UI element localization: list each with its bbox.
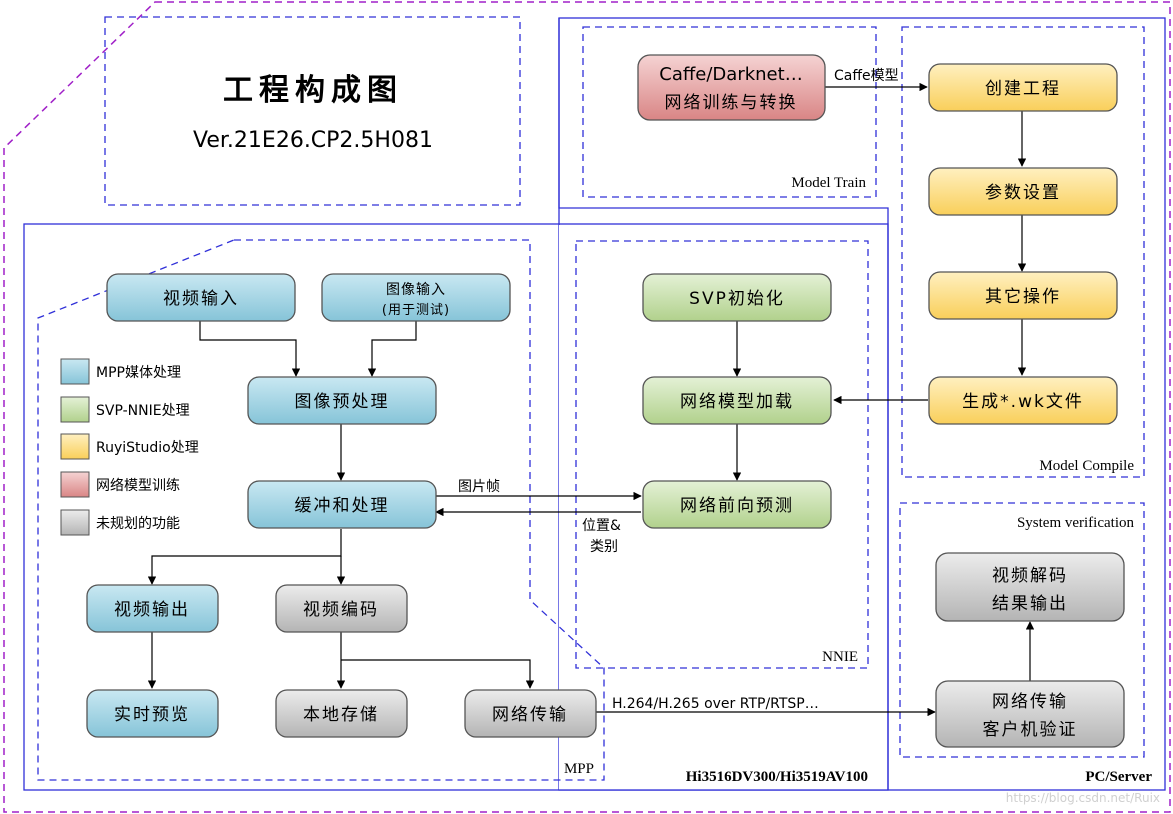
node-video-out-line1: 视频输出 xyxy=(114,600,190,620)
legend-label-future: 未规划的功能 xyxy=(96,516,180,532)
edges xyxy=(147,82,1035,717)
node-model-load-line1: 网络模型加载 xyxy=(680,392,794,412)
edge-label-stream: H.264/H.265 over RTP/RTSP… xyxy=(612,696,819,712)
node-svp-init: SVP初始化 xyxy=(642,273,832,322)
node-preview: 实时预览 xyxy=(86,689,219,738)
edge-videoin-pre xyxy=(199,320,301,377)
node-buffer-line1: 缓冲和处理 xyxy=(295,496,390,516)
model-train-region xyxy=(582,26,877,198)
node-buffer: 缓冲和处理 xyxy=(247,480,437,529)
edge-label-pos1: 位置& xyxy=(582,518,621,534)
legend-swatch-train xyxy=(60,471,90,498)
edge-label-pos2: 类别 xyxy=(590,539,618,555)
version-text: Ver.21E26.CP2.5H081 xyxy=(193,128,433,153)
legend-label-ruyi: RuyiStudio处理 xyxy=(96,440,199,456)
node-client-line1: 网络传输 xyxy=(992,692,1068,712)
node-video-in: 视频输入 xyxy=(106,273,296,322)
model-compile-region xyxy=(901,26,1145,478)
node-gen-wk: 生成*.wk文件 xyxy=(928,376,1118,425)
model-compile-label: Model Compile xyxy=(1039,458,1134,474)
node-svp-init-line1: SVP初始化 xyxy=(689,289,785,309)
node-model-load: 网络模型加载 xyxy=(642,376,832,425)
node-caffe-line1: Caffe/Darknet… xyxy=(659,64,802,85)
legend: MPP媒体处理 SVP-NNIE处理 RuyiStudio处理 网络模型训练 未… xyxy=(60,358,199,536)
node-forward: 网络前向预测 xyxy=(642,480,832,529)
node-create-project: 创建工程 xyxy=(928,63,1118,112)
node-params-line1: 参数设置 xyxy=(985,183,1061,203)
legend-label-train: 网络模型训练 xyxy=(96,478,180,494)
node-decode: 视频解码 结果输出 xyxy=(935,552,1125,622)
node-storage-line1: 本地存储 xyxy=(303,705,379,725)
node-client: 网络传输 客户机验证 xyxy=(935,680,1125,748)
node-client-line2: 客户机验证 xyxy=(983,720,1078,740)
system-verification-region xyxy=(899,502,1145,758)
outer-region xyxy=(3,1,1171,813)
node-preview-line1: 实时预览 xyxy=(114,705,190,725)
edge-enc-nettx xyxy=(341,659,535,689)
node-net-tx-line1: 网络传输 xyxy=(492,705,568,725)
model-train-label: Model Train xyxy=(791,175,866,191)
pc-server-label: PC/Server xyxy=(1085,769,1152,785)
node-video-enc-line1: 视频编码 xyxy=(303,600,379,620)
node-video-enc: 视频编码 xyxy=(275,584,408,633)
node-image-in-line2: (用于测试) xyxy=(382,303,450,318)
pc-server-inner-border xyxy=(558,18,889,790)
node-caffe: Caffe/Darknet… 网络训练与转换 xyxy=(637,54,826,121)
title-region xyxy=(104,16,521,206)
system-verification-label: System verification xyxy=(1017,515,1135,531)
board-label: Hi3516DV300/Hi3519AV100 xyxy=(686,769,868,785)
node-preprocess-line1: 图像预处理 xyxy=(295,392,390,412)
legend-swatch-future xyxy=(60,509,90,536)
node-params: 参数设置 xyxy=(928,167,1118,216)
nnie-label: NNIE xyxy=(822,649,858,665)
node-video-in-line1: 视频输入 xyxy=(163,289,239,309)
node-video-out: 视频输出 xyxy=(86,584,219,633)
node-other-ops: 其它操作 xyxy=(928,271,1118,320)
page-title: 工程构成图 xyxy=(223,74,403,107)
mpp-label: MPP xyxy=(564,761,594,777)
node-gen-wk-line1: 生成*.wk文件 xyxy=(962,392,1084,412)
node-other-ops-line1: 其它操作 xyxy=(985,287,1061,307)
node-decode-line2: 结果输出 xyxy=(992,594,1068,614)
edge-imagein-pre xyxy=(367,320,417,377)
node-net-tx: 网络传输 xyxy=(464,689,597,738)
legend-swatch-nnie xyxy=(60,396,90,423)
node-create-project-line1: 创建工程 xyxy=(985,79,1061,99)
nnie-region xyxy=(575,240,869,669)
edge-buffer-out xyxy=(147,529,342,585)
edge-label-frames: 图片帧 xyxy=(458,479,500,495)
node-preprocess: 图像预处理 xyxy=(247,376,437,425)
watermark: https://blog.csdn.net/Ruix xyxy=(1006,791,1160,805)
node-image-in: 图像输入 (用于测试) xyxy=(321,273,511,322)
node-image-in-line1: 图像输入 xyxy=(386,282,446,298)
edge-label-caffe-model: Caffe模型 xyxy=(834,68,899,84)
legend-label-nnie: SVP-NNIE处理 xyxy=(96,403,190,419)
legend-label-mpp: MPP媒体处理 xyxy=(96,365,181,381)
node-decode-line1: 视频解码 xyxy=(992,566,1068,586)
node-forward-line1: 网络前向预测 xyxy=(680,496,794,516)
legend-swatch-mpp xyxy=(60,358,90,385)
legend-swatch-ruyi xyxy=(60,433,90,460)
node-caffe-line2: 网络训练与转换 xyxy=(665,93,798,113)
node-storage: 本地存储 xyxy=(275,689,408,738)
